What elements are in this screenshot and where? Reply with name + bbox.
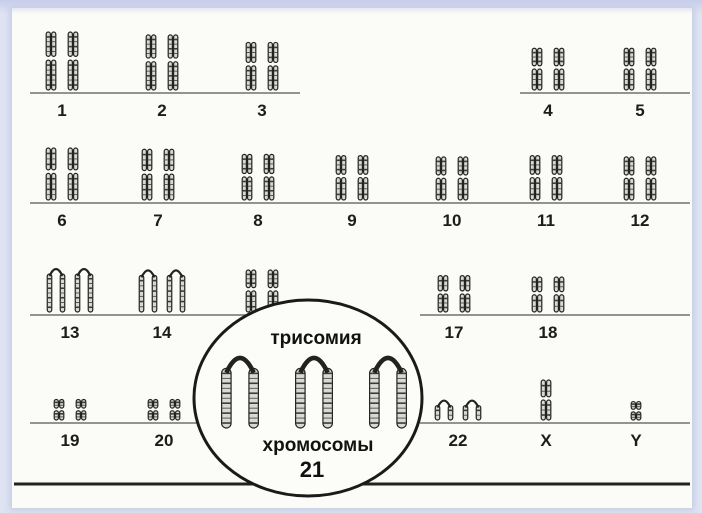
chromosome-pair-7	[142, 149, 174, 200]
chromosomes-label: хромосомы	[263, 435, 374, 456]
chromosome-pair-2	[146, 35, 178, 90]
chromosome-pair-4	[532, 48, 564, 90]
chromosome-label-3: 3	[257, 101, 266, 120]
chromosome-label-8: 8	[253, 211, 262, 230]
chromosome-pair-9	[336, 156, 368, 200]
chromosome-label-5: 5	[635, 101, 644, 120]
chromosome-label-19: 19	[61, 431, 80, 450]
chromosome-label-1: 1	[57, 101, 66, 120]
chromosome-label-20: 20	[155, 431, 174, 450]
chromosome-label-6: 6	[57, 211, 66, 230]
chromosome-pair-6	[46, 148, 78, 200]
chromosome-label-4: 4	[543, 101, 553, 120]
chromosome-pair-14	[139, 270, 185, 312]
chromosome-row-1: 1 2 3 4 5	[30, 32, 690, 120]
chromosome-row-2: 6 7 8 9 10 11 12	[30, 148, 690, 230]
chromosome-label-12: 12	[631, 211, 650, 230]
chromosome-pair-3	[246, 42, 278, 90]
chromosome-pair-5	[624, 48, 656, 90]
chromosome-pair-11	[530, 156, 562, 200]
chromosome-label-18: 18	[539, 323, 558, 342]
chromosome-pair-10	[436, 157, 468, 200]
magnifier-lens: трисомия хромосомы 21	[194, 300, 422, 496]
chromosome-pair-Y	[631, 402, 641, 420]
chromosome-number-label: 21	[300, 457, 324, 482]
chromosome-pair-20	[148, 399, 180, 420]
chromosome-label-14: 14	[153, 323, 172, 342]
chromosome-label-2: 2	[157, 101, 166, 120]
chromosome-label-11: 11	[537, 211, 555, 230]
chromosome-pair-17	[438, 276, 470, 312]
chromosome-label-7: 7	[153, 211, 162, 230]
chromosome-label-13: 13	[61, 323, 80, 342]
chromosome-pair-8	[242, 154, 274, 200]
chromosome-pair-18	[532, 277, 564, 312]
chromosome-label-10: 10	[443, 211, 462, 230]
chromosome-label-17: 17	[445, 323, 464, 342]
chromosome-label-X: X	[540, 431, 552, 450]
chromosome-pair-1	[46, 32, 78, 90]
chromosome-label-22: 22	[449, 431, 468, 450]
chromosome-pair-12	[624, 157, 656, 200]
chromosome-pair-19	[54, 399, 86, 420]
chromosome-label-Y: Y	[630, 431, 642, 450]
chromosome-pair-22	[435, 401, 481, 420]
trisomy-label: трисомия	[270, 328, 361, 349]
chromosome-pair-13	[47, 269, 93, 312]
chromosome-label-9: 9	[347, 211, 356, 230]
chromosome-pair-X	[541, 380, 551, 420]
